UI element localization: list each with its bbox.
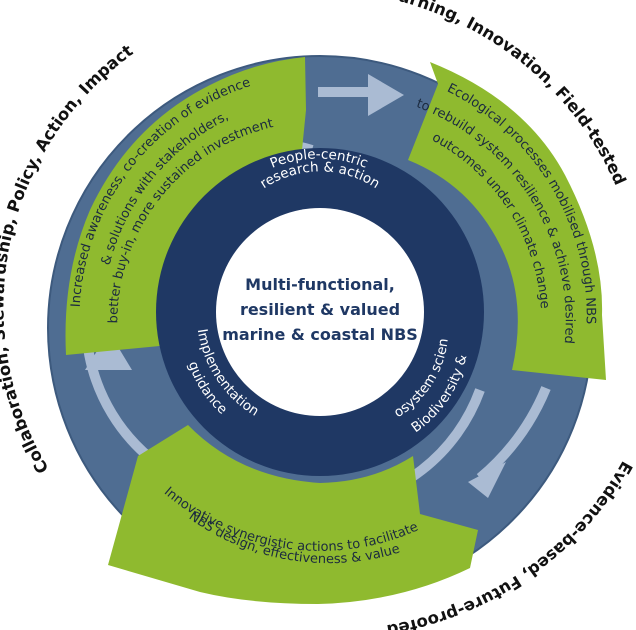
center-title-line-3: marine & coastal NBS bbox=[222, 325, 418, 344]
green-segment-top-left bbox=[65, 57, 306, 355]
center-title-line-1: Multi-functional, bbox=[245, 275, 395, 294]
center-title-line-2: resilient & valued bbox=[240, 300, 400, 319]
green-segment-top-right bbox=[408, 62, 606, 380]
green-segment-bottom bbox=[108, 425, 478, 604]
center-circle bbox=[216, 208, 424, 416]
